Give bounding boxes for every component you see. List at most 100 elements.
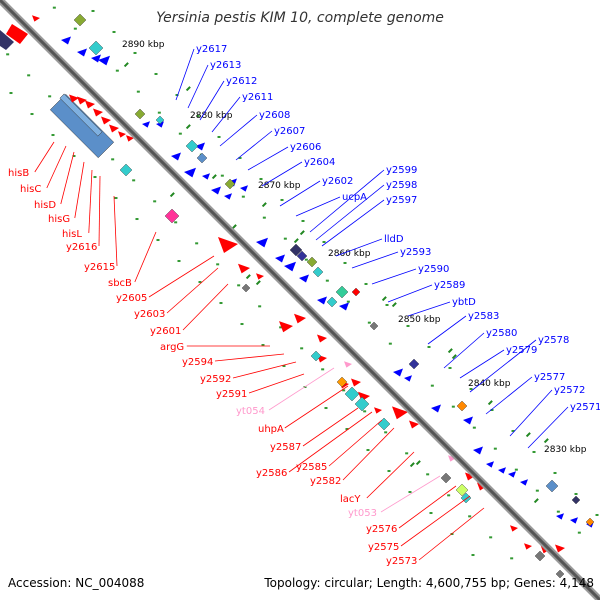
label-connector xyxy=(400,495,471,547)
label-connector xyxy=(211,96,241,133)
gene-box xyxy=(306,256,318,268)
gene-label: y2572 xyxy=(554,385,585,396)
label-connector xyxy=(315,184,385,241)
gene-box xyxy=(377,417,391,431)
gene-label: ucpA xyxy=(342,192,367,203)
gene-label: y2578 xyxy=(538,335,569,346)
label-connector xyxy=(427,315,467,345)
gene-label: argG xyxy=(160,342,184,353)
track-dot xyxy=(175,93,179,96)
gene-arrow-reverse xyxy=(240,185,248,192)
gene-arrow-reverse xyxy=(224,193,232,200)
gene-label: y2583 xyxy=(468,311,499,322)
track-dot xyxy=(514,468,518,471)
track-dot xyxy=(595,513,599,516)
gene-label: y2601 xyxy=(150,326,181,337)
label-connector xyxy=(443,332,485,369)
track-dot xyxy=(426,473,430,476)
gene-arrow-reverse xyxy=(339,302,349,311)
gene-arrow-reverse xyxy=(156,121,164,128)
track-dot xyxy=(472,426,476,429)
gene-small xyxy=(447,348,453,354)
track-dot xyxy=(6,53,10,56)
track-dot xyxy=(577,531,581,534)
track-dot xyxy=(384,431,388,434)
label-connector xyxy=(268,367,335,411)
track-dot xyxy=(157,111,161,114)
kbp-tick-label: 2870 kbp xyxy=(258,181,301,191)
map-title: Yersinia pestis KIM 10, complete genome xyxy=(156,10,444,26)
track-dot xyxy=(30,113,34,116)
kbp-tick-label: 2890 kbp xyxy=(122,40,165,50)
gene-box xyxy=(335,285,349,299)
label-connector xyxy=(309,169,385,233)
track-dot xyxy=(342,389,346,392)
gene-label: hisC xyxy=(20,184,41,195)
label-connector xyxy=(182,283,229,331)
gene-label: y2612 xyxy=(226,76,257,87)
label-connector xyxy=(60,151,75,205)
track-dot xyxy=(321,368,325,371)
gene-block xyxy=(0,30,14,50)
gene-arrow-reverse xyxy=(284,261,296,272)
gene-arrow-reverse xyxy=(556,513,564,520)
track-dot xyxy=(156,239,160,242)
label-connector xyxy=(148,255,215,298)
gene-label: hisB xyxy=(8,168,29,179)
track-dot xyxy=(52,6,56,9)
track-dot xyxy=(154,72,158,75)
gene-arrow-forward xyxy=(555,544,565,553)
gene-arrow-forward xyxy=(279,321,293,333)
gene-label: hisG xyxy=(48,214,70,225)
track-dot xyxy=(345,428,349,431)
track-dot xyxy=(511,429,515,432)
track-dot xyxy=(469,387,473,390)
track-dot xyxy=(280,198,284,201)
gene-box xyxy=(440,472,452,484)
gene-arrow-forward xyxy=(256,273,264,280)
gene-label: y2599 xyxy=(386,165,417,176)
gene-label: y2577 xyxy=(534,372,565,383)
gene-arrow-forward xyxy=(77,96,87,105)
gene-small xyxy=(391,302,397,308)
track-dot xyxy=(174,221,178,224)
track-dot xyxy=(447,494,451,497)
track-dot xyxy=(178,132,182,135)
kbp-tick-label: 2850 kbp xyxy=(398,315,441,325)
label-connector xyxy=(235,130,273,161)
track-dot xyxy=(427,345,431,348)
label-connector xyxy=(284,385,349,429)
label-connector xyxy=(407,301,451,317)
gene-arrow-forward xyxy=(109,124,119,133)
gene-arrow-reverse xyxy=(211,186,221,195)
gene-label: y2608 xyxy=(259,110,290,121)
gene-arrow-reverse xyxy=(486,461,494,468)
label-connector xyxy=(351,251,399,269)
gene-arrow-reverse xyxy=(520,479,528,486)
track-dot xyxy=(51,134,55,137)
track-dot xyxy=(388,342,392,345)
gene-label: y2576 xyxy=(366,524,397,535)
gene-box xyxy=(571,495,581,505)
gene-label: y2616 xyxy=(66,242,97,253)
track-dot xyxy=(261,344,265,347)
gene-small xyxy=(415,460,421,466)
gene-arrow-reverse xyxy=(171,152,181,161)
label-connector xyxy=(398,485,457,529)
track-dot xyxy=(535,489,539,492)
gene-label: ybtD xyxy=(452,297,476,308)
label-connector xyxy=(527,406,569,449)
track-dot xyxy=(324,407,328,410)
label-connector xyxy=(247,146,289,171)
track-dot xyxy=(177,260,181,263)
track-dot xyxy=(490,408,494,411)
track-dot xyxy=(132,179,136,182)
label-connector xyxy=(219,114,258,147)
gene-label: y2590 xyxy=(418,264,449,275)
gene-features xyxy=(0,13,595,579)
gene-box xyxy=(310,350,322,362)
label-connector xyxy=(328,419,383,467)
